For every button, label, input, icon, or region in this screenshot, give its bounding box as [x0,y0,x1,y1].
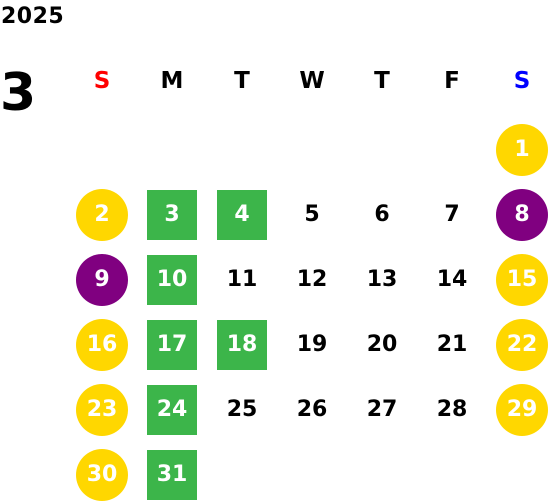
weekday-label: S [513,68,531,94]
day-cell-green[interactable]: 10 [147,255,197,305]
day-cell[interactable]: 6 [374,202,390,227]
day-cell[interactable]: 26 [296,397,328,422]
day-cell[interactable]: 28 [436,397,468,422]
day-cell-green[interactable]: 3 [147,190,197,240]
day-cell-green[interactable]: 24 [147,385,197,435]
day-cell[interactable]: 13 [366,267,398,292]
day-cell-yellow[interactable]: 15 [496,254,548,306]
year-label: 2025 [1,4,65,29]
weekday-label: W [299,68,325,94]
day-cell[interactable]: 14 [436,267,468,292]
day-cell-yellow[interactable]: 22 [496,319,548,371]
day-cell-purple[interactable]: 8 [496,189,548,241]
day-cell-yellow[interactable]: 23 [76,384,128,436]
day-cell[interactable]: 5 [304,202,320,227]
day-cell-green[interactable]: 17 [147,320,197,370]
weekday-label: T [234,68,250,94]
day-cell-yellow[interactable]: 29 [496,384,548,436]
day-cell[interactable]: 7 [444,202,460,227]
day-cell-green[interactable]: 18 [217,320,267,370]
day-cell[interactable]: 19 [296,332,328,357]
weekday-label: F [444,68,460,94]
weekday-label: T [374,68,390,94]
month-number: 3 [0,63,37,123]
day-cell[interactable]: 12 [296,267,328,292]
day-cell-green[interactable]: 4 [217,190,267,240]
day-cell[interactable]: 20 [366,332,398,357]
day-cell[interactable]: 11 [226,267,258,292]
day-cell[interactable]: 21 [436,332,468,357]
weekday-label: S [93,68,111,94]
day-cell-yellow[interactable]: 2 [76,189,128,241]
weekday-label: M [160,68,184,94]
day-cell[interactable]: 25 [226,397,258,422]
day-cell-yellow[interactable]: 30 [76,449,128,501]
day-cell[interactable]: 27 [366,397,398,422]
day-cell-yellow[interactable]: 16 [76,319,128,371]
day-cell-yellow[interactable]: 1 [496,124,548,176]
day-cell-purple[interactable]: 9 [76,254,128,306]
day-cell-green[interactable]: 31 [147,450,197,500]
